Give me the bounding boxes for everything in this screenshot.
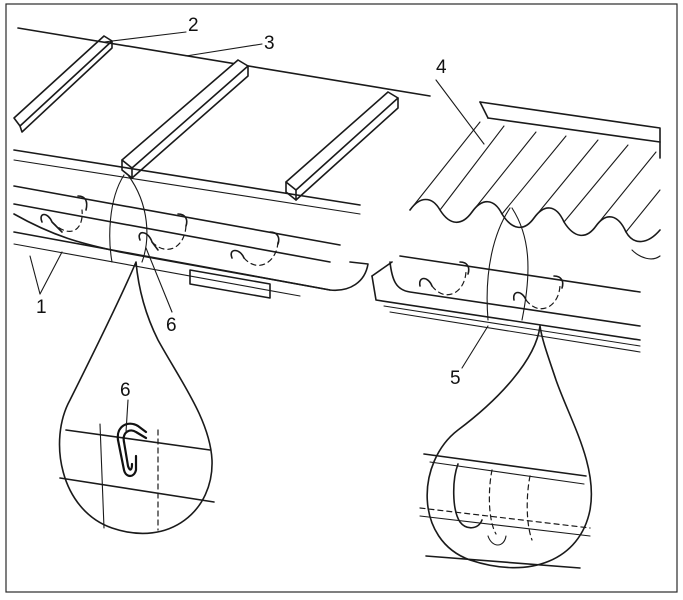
figure-frame xyxy=(5,3,678,593)
left-drop-outline-2 xyxy=(127,174,148,263)
batten-1 xyxy=(13,35,113,133)
batten-3 xyxy=(285,91,399,201)
batten-2 xyxy=(121,59,249,179)
label-3: 3 xyxy=(264,33,275,54)
label-5: 5 xyxy=(450,368,461,389)
right-drop-outline xyxy=(486,207,511,321)
left-detail-balloon xyxy=(58,261,215,535)
left-drop-outline xyxy=(109,174,125,263)
right-detail-balloon xyxy=(419,325,593,569)
left-roof-deck xyxy=(13,27,431,215)
label-4: 4 xyxy=(436,57,447,78)
leader-lines xyxy=(29,31,489,433)
left-gutter xyxy=(13,185,369,299)
left-hooks xyxy=(40,195,280,266)
label-6-detail: 6 xyxy=(120,380,131,401)
corrugated-roof-sheet xyxy=(409,101,661,260)
label-6-gutter: 6 xyxy=(166,315,177,336)
label-1: 1 xyxy=(36,297,47,318)
right-drop-outline-2 xyxy=(511,207,529,321)
right-hooks xyxy=(418,261,564,310)
label-2: 2 xyxy=(188,15,199,36)
right-gutter xyxy=(371,255,641,353)
